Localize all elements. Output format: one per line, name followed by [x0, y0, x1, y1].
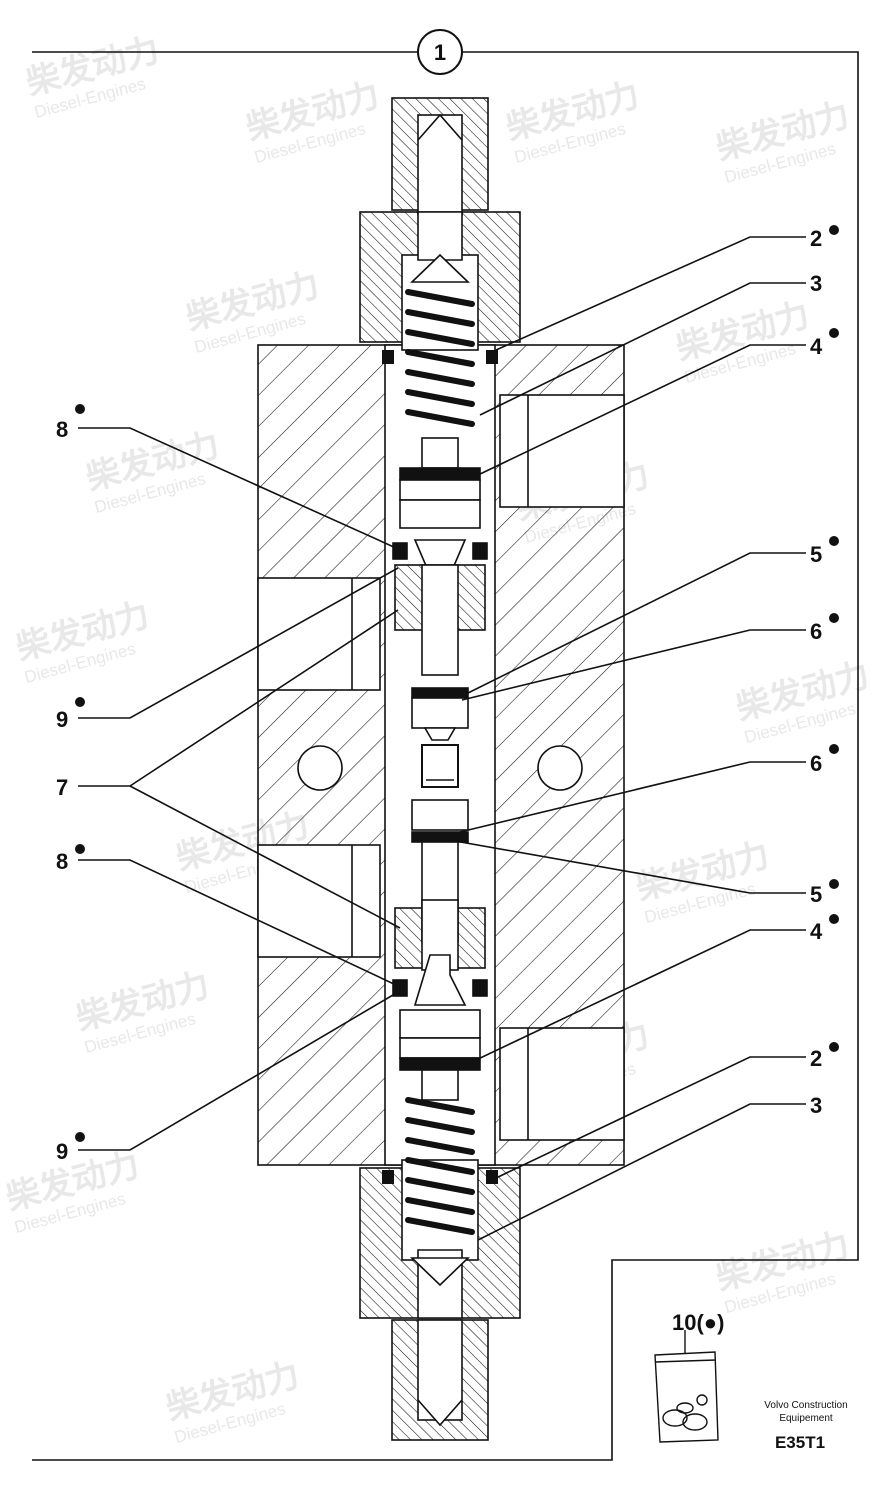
- callout-8-bottom: 8: [56, 844, 85, 874]
- top-fitting: [359, 97, 521, 351]
- svg-text:9: 9: [56, 1139, 68, 1164]
- lower-spring: [405, 1097, 475, 1235]
- brand-line-1: Volvo Construction: [764, 1400, 847, 1411]
- upper-spring: [405, 289, 475, 427]
- callout-2-bottom: 2: [810, 1042, 839, 1071]
- callout-4-top: 4: [810, 328, 839, 359]
- callout-7: 7: [56, 775, 68, 800]
- callout-8-top: 8: [56, 404, 85, 442]
- callout-9-top: 9: [56, 697, 85, 732]
- svg-text:6: 6: [810, 751, 822, 776]
- callout-6-bottom: 6: [810, 744, 839, 776]
- drawing-code: E35T1: [775, 1433, 825, 1452]
- svg-text:3: 3: [810, 271, 822, 296]
- outer-frame: [32, 51, 859, 1461]
- bottom-fitting: [359, 1159, 521, 1441]
- callout-5-top: 5: [810, 536, 839, 567]
- svg-text:2: 2: [810, 1046, 822, 1071]
- header-callout: 1: [417, 29, 463, 75]
- lower-piston-assembly: [392, 799, 488, 1101]
- svg-text:4: 4: [810, 919, 823, 944]
- callout-2-top: 2: [810, 225, 839, 251]
- upper-piston-assembly: [392, 437, 488, 788]
- callout-1-label: 1: [434, 40, 446, 65]
- callout-4-bottom: 4: [810, 914, 839, 944]
- kit-label: 10(●): [672, 1310, 724, 1335]
- callout-3-top: 3: [810, 271, 822, 296]
- callout-6-top: 6: [810, 613, 839, 644]
- svg-text:8: 8: [56, 849, 68, 874]
- svg-text:7: 7: [56, 775, 68, 800]
- svg-text:5: 5: [810, 542, 822, 567]
- o-rings: [382, 350, 498, 1184]
- leader-lines: [78, 236, 806, 1241]
- svg-text:9: 9: [56, 707, 68, 732]
- svg-text:2: 2: [810, 226, 822, 251]
- callout-9-bottom: 9: [56, 1132, 85, 1164]
- brand-line-2: Equipement: [779, 1413, 833, 1424]
- repair-kit-bag: [654, 1330, 719, 1443]
- svg-text:5: 5: [810, 882, 822, 907]
- svg-text:8: 8: [56, 417, 68, 442]
- callout-3-bottom: 3: [810, 1093, 822, 1118]
- svg-text:6: 6: [810, 619, 822, 644]
- svg-text:3: 3: [810, 1093, 822, 1118]
- svg-text:4: 4: [810, 334, 823, 359]
- callout-5-bottom: 5: [810, 879, 839, 907]
